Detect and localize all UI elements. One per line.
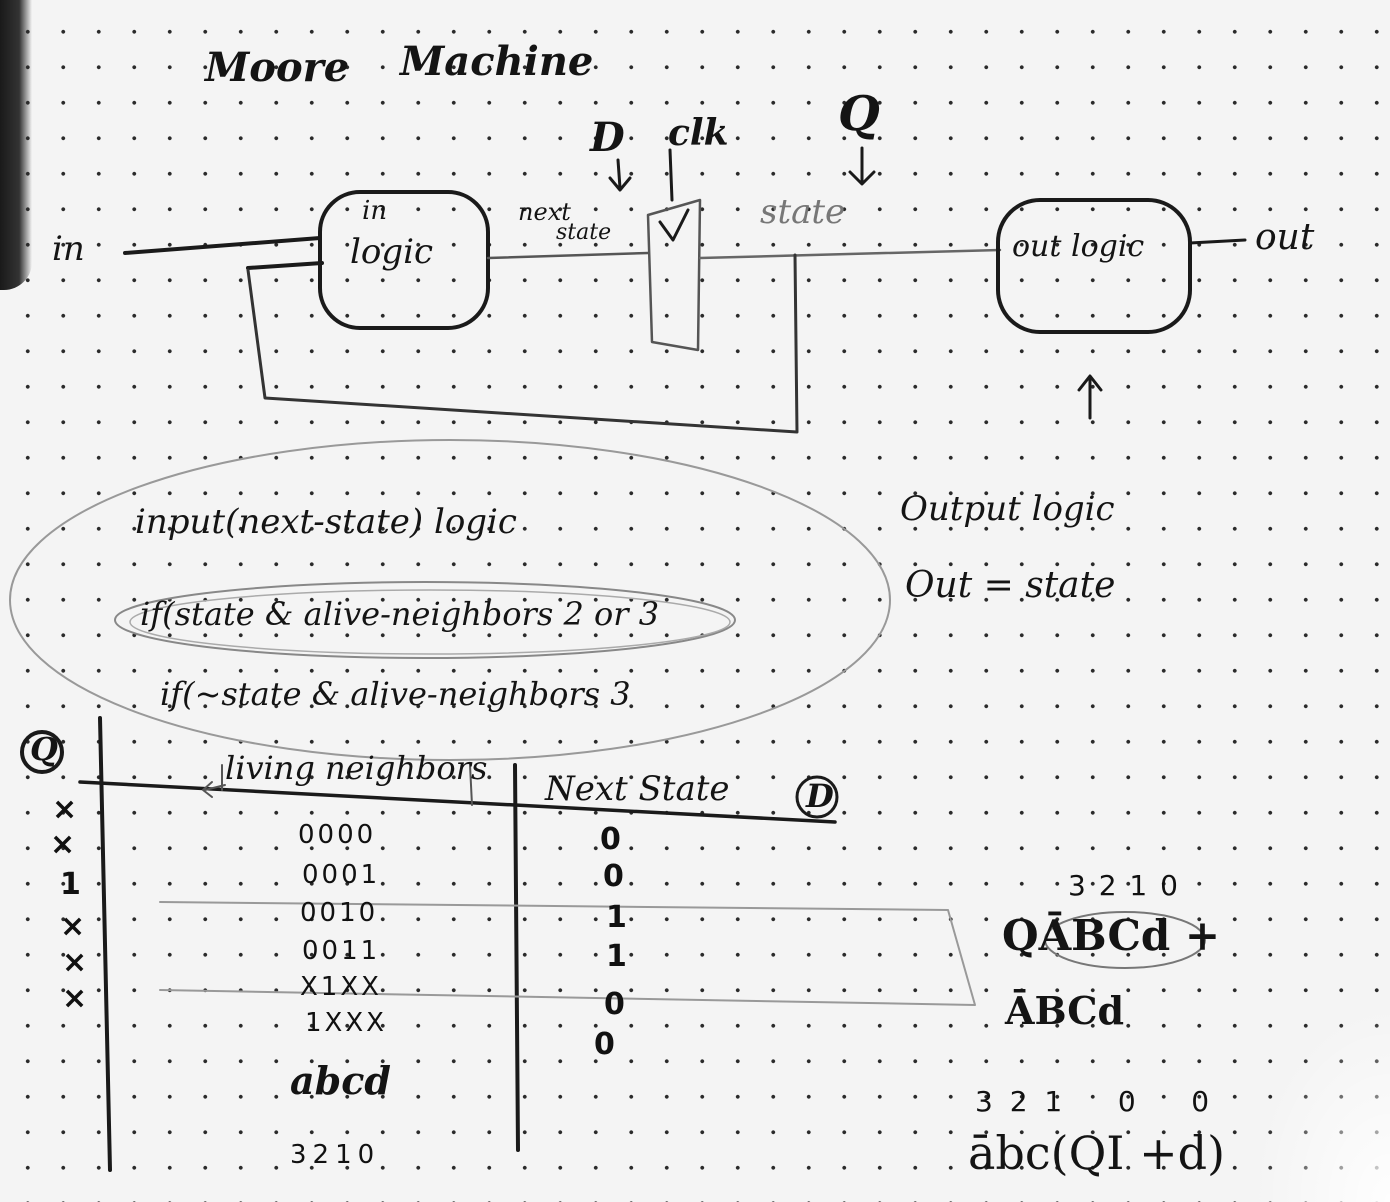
equation-line-1: QĀBCd + bbox=[1002, 911, 1221, 960]
clock-triangle bbox=[658, 208, 690, 242]
output-logic-heading: Output logic bbox=[900, 489, 1115, 529]
equation-line-2: ĀBCd bbox=[1005, 988, 1125, 1033]
title-word-machine: Machine bbox=[400, 38, 594, 85]
q-label: Q bbox=[838, 86, 880, 142]
d-arrow bbox=[608, 158, 632, 192]
out-label: out bbox=[1255, 217, 1315, 258]
in-label: in bbox=[52, 229, 85, 269]
table-var-names: abcd bbox=[290, 1058, 391, 1103]
out-logic-box bbox=[996, 198, 1192, 334]
feedback-loop bbox=[246, 253, 799, 434]
next-state-wire bbox=[486, 251, 650, 260]
q-header-circle bbox=[20, 730, 64, 774]
row-4-q: × bbox=[62, 945, 88, 980]
row-4-next: 0 bbox=[604, 987, 625, 1022]
table-vertical-left bbox=[98, 716, 112, 1172]
table-q-header: Q bbox=[30, 730, 58, 768]
equation-ellipse bbox=[1044, 911, 1206, 969]
equation-indices-3: 3 2 1 0 0 bbox=[975, 1085, 1214, 1118]
row-2-next: 1 bbox=[606, 900, 627, 935]
row-1-next: 0 bbox=[603, 859, 624, 894]
table-vertical-mid bbox=[513, 763, 520, 1152]
living-neighbors-arrow bbox=[202, 781, 226, 798]
next-state-label-bottom: state bbox=[556, 220, 612, 245]
row-1-q: × bbox=[50, 827, 76, 862]
d-marker-circle bbox=[795, 775, 839, 819]
condition-2: if(~state & alive-neighbors 3 bbox=[160, 675, 631, 713]
next-state-label-top: next bbox=[518, 198, 571, 226]
table-living-neighbors-header: living neighbors bbox=[225, 749, 488, 787]
clk-label: clk bbox=[668, 112, 729, 154]
feedback-wire-into-logic bbox=[246, 261, 324, 270]
flip-flop-body bbox=[646, 198, 702, 352]
row-3-next: 1 bbox=[606, 939, 627, 974]
row-5-next: 0 bbox=[594, 1027, 615, 1062]
table-bit-indices: 3210 bbox=[290, 1140, 381, 1170]
row-highlight-box bbox=[159, 901, 976, 1006]
row-5-neighbors: 1XXX bbox=[305, 1008, 387, 1038]
row-5-q: × bbox=[62, 981, 88, 1016]
q-arrow bbox=[848, 146, 876, 186]
cond1-ellipse bbox=[114, 581, 736, 659]
out-wire bbox=[1188, 238, 1247, 245]
row-0-next: 0 bbox=[600, 822, 621, 857]
table-d-marker: D bbox=[806, 777, 834, 815]
in-logic-box bbox=[318, 190, 490, 330]
row-3-q: × bbox=[60, 909, 86, 944]
equation-indices-1: 3 2 1 0 bbox=[1068, 869, 1180, 902]
d-label: D bbox=[590, 114, 625, 161]
row-2-q: 1 bbox=[60, 867, 81, 902]
condition-1: if(state & alive-neighbors 2 or 3 bbox=[140, 595, 660, 633]
table-next-state-header: Next State bbox=[545, 769, 730, 809]
row-0-q: × bbox=[52, 792, 78, 827]
page-edge-shadow bbox=[0, 0, 32, 290]
cond1-ellipse-2 bbox=[129, 589, 731, 655]
in-logic-label-bottom: logic bbox=[350, 232, 434, 272]
row-1-neighbors: 0001 bbox=[302, 860, 381, 890]
clk-wire bbox=[668, 148, 674, 202]
input-wire bbox=[123, 236, 322, 255]
in-logic-label-top: in bbox=[362, 196, 388, 226]
equation-line-3: ābc(QI +d) bbox=[968, 1126, 1226, 1180]
output-pointer-arrow bbox=[1077, 374, 1103, 420]
notes-ellipse bbox=[9, 439, 891, 761]
row-2-neighbors: 0010 bbox=[300, 898, 379, 928]
output-equation: Out = state bbox=[905, 565, 1116, 606]
state-wire bbox=[698, 248, 1002, 260]
row-4-neighbors: X1XX bbox=[300, 972, 382, 1002]
row-0-neighbors: 0000 bbox=[298, 820, 377, 850]
out-logic-label: out logic bbox=[1012, 229, 1145, 264]
title-word-moore: Moore bbox=[205, 44, 350, 91]
input-logic-heading: input(next-state) logic bbox=[135, 502, 517, 542]
paper-glare bbox=[1250, 1002, 1390, 1202]
state-label: state bbox=[760, 192, 846, 232]
row-3-neighbors: 0011 bbox=[302, 936, 381, 966]
